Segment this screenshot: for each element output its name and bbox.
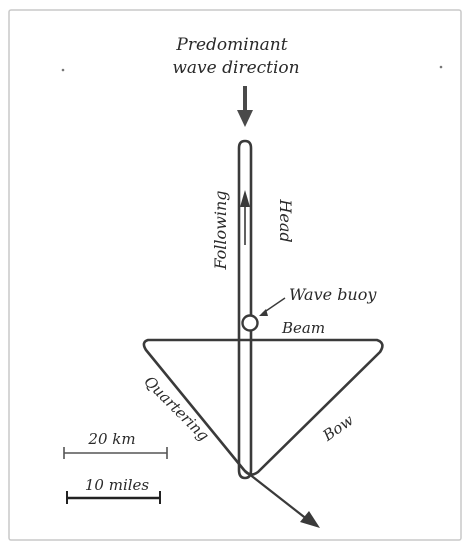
label-beam: Beam <box>281 319 325 337</box>
scan-dot-right <box>439 65 443 69</box>
quartering-exit-arrow <box>300 511 320 528</box>
label-bow: Bow <box>319 411 357 445</box>
scale-bar-km <box>63 447 168 459</box>
title-line-1: Predominant <box>175 35 287 55</box>
figure-frame <box>8 9 462 541</box>
label-quartering: Quartering <box>140 372 212 444</box>
scale-label-miles: 10 miles <box>85 476 150 494</box>
wave-buoy-pointer <box>259 297 286 316</box>
scale-label-km: 20 km <box>87 430 135 448</box>
label-following: Following <box>211 190 230 270</box>
wave-buoy-marker <box>241 314 259 332</box>
head-leg-arrow <box>240 190 250 245</box>
quartering-track-extension <box>243 469 309 521</box>
scale-bar-miles <box>66 491 161 504</box>
title-line-2: wave direction <box>172 58 299 78</box>
wave-direction-arrow <box>237 86 253 127</box>
scan-dot-left <box>61 68 65 72</box>
vertical-track-loop <box>237 139 253 480</box>
label-head: Head <box>276 198 295 242</box>
label-wave-buoy: Wave buoy <box>289 285 377 304</box>
